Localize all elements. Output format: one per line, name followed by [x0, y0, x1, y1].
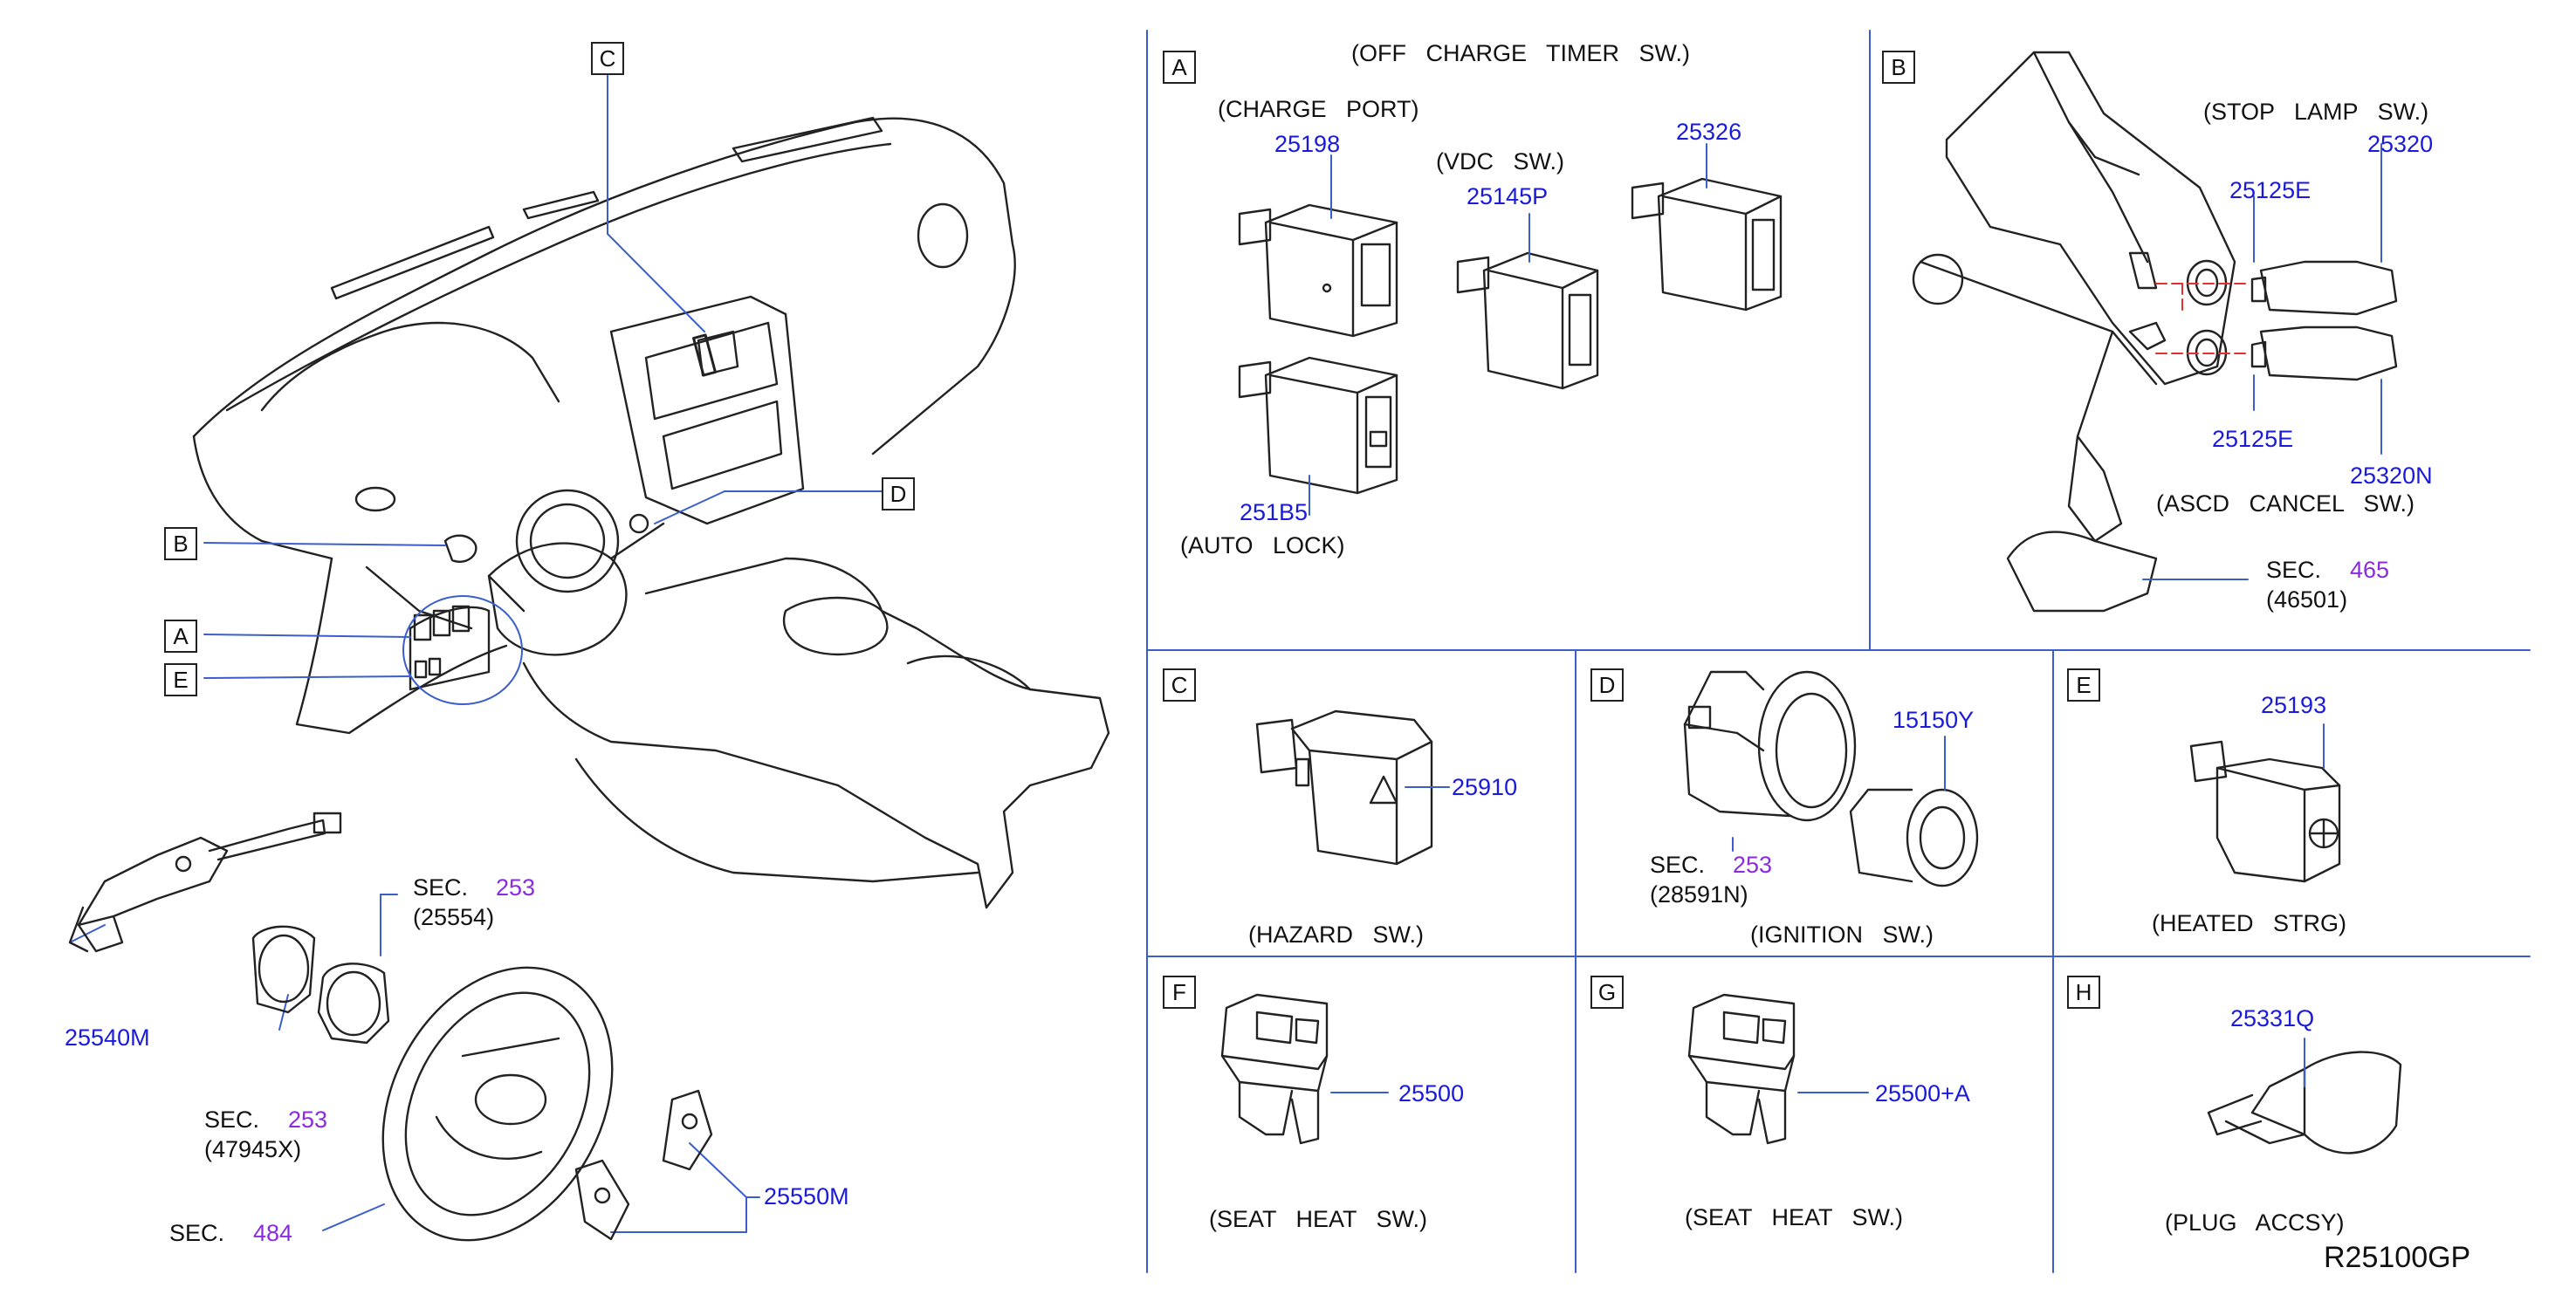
switch-auto-lock-illustration: [1238, 356, 1398, 495]
panel-a-letter: A: [1163, 51, 1196, 84]
part-number-25320: 25320: [2367, 131, 2434, 157]
seat-heat-sw-label-f: (SEAT HEAT SW.): [1209, 1206, 1428, 1232]
sec-label-25554: SEC.: [413, 874, 469, 901]
part-number-25320n: 25320N: [2350, 462, 2433, 489]
pedal-bracket-illustration: [1912, 51, 2236, 613]
part-number-25198: 25198: [1274, 131, 1341, 157]
heated-strg-label: (HEATED STRG): [2152, 910, 2347, 936]
sec-number-253-c: 253: [1733, 852, 1773, 878]
ascd-cancel-label: (ASCD CANCEL SW.): [2156, 490, 2415, 517]
ignition-sw-label: (IGNITION SW.): [1750, 922, 1934, 948]
callout-d: D: [882, 477, 915, 510]
seat-heat-switch-g-illustration: [1687, 993, 1796, 1145]
part-number-15150y: 15150Y: [1893, 707, 1975, 733]
steering-switch-illustration: [574, 1089, 713, 1241]
part-sub-46501: (46501): [2266, 586, 2348, 613]
seat-heat-switch-f-illustration: [1220, 993, 1329, 1145]
callout-a: A: [164, 620, 197, 653]
seat-heat-sw-label-g: (SEAT HEAT SW.): [1685, 1204, 1904, 1230]
steering-wheel-illustration: [381, 966, 614, 1242]
panel-b-leaders: [2142, 143, 2382, 580]
sec-number-253-b: 253: [288, 1107, 328, 1133]
panel-b-letter: B: [1882, 51, 1915, 84]
sec-number-465: 465: [2350, 557, 2390, 583]
reference-code: R25100GP: [2324, 1241, 2471, 1274]
callout-c: C: [591, 42, 624, 75]
panel-e-letter: E: [2067, 668, 2100, 702]
part-number-25540m: 25540M: [65, 1024, 150, 1051]
panel-g-letter: G: [1590, 976, 1624, 1009]
spiral-cable-illustration: [251, 925, 390, 1045]
part-number-25326: 25326: [1676, 119, 1742, 145]
part-number-251b5: 251B5: [1240, 499, 1309, 525]
callout-b: B: [164, 527, 197, 560]
part-number-25500: 25500: [1398, 1080, 1465, 1107]
callout-e: E: [164, 663, 197, 696]
part-number-25331q: 25331Q: [2230, 1005, 2315, 1031]
panel-grid: [1146, 30, 2531, 1273]
switch-charge-port-illustration: [1238, 203, 1398, 338]
part-number-25125e-top: 25125E: [2229, 177, 2312, 203]
plug-accsy-label: (PLUG ACCSY): [2165, 1209, 2345, 1236]
panel-a-title: (OFF CHARGE TIMER SW.): [1351, 40, 1691, 66]
sec-label-47945x: SEC.: [204, 1107, 260, 1133]
part-sub-28591n: (28591N): [1650, 881, 1748, 908]
dashboard-illustration: [192, 116, 1110, 909]
sec-label-28591n: SEC.: [1650, 852, 1706, 878]
overview-leaders: [69, 72, 883, 1233]
part-number-25193: 25193: [2261, 692, 2327, 718]
panel-f-letter: F: [1163, 976, 1196, 1009]
heated-strg-switch-illustration: [2189, 740, 2341, 883]
column-switch-illustration: [68, 812, 342, 953]
sec-label-484: SEC.: [169, 1220, 225, 1246]
part-sub-47945x: (47945X): [204, 1136, 302, 1162]
hazard-sw-label: (HAZARD SW.): [1248, 922, 1424, 948]
sec-label-465: SEC.: [2266, 557, 2322, 583]
charge-port-label: (CHARGE PORT): [1218, 96, 1419, 122]
switch-timer-illustration: [1631, 177, 1783, 312]
sec-number-253-a: 253: [496, 874, 536, 901]
panel-h-letter: H: [2067, 976, 2100, 1009]
part-number-25125e-bottom: 25125E: [2212, 426, 2294, 452]
ignition-switch-illustration: [1683, 670, 1979, 887]
panel-d-leaders: [1732, 736, 1946, 852]
panel-a-leaders: [1309, 143, 1707, 516]
plug-accsy-illustration: [2207, 1051, 2402, 1155]
panel-c-letter: C: [1163, 668, 1196, 702]
sec-number-484: 484: [253, 1220, 293, 1246]
panel-d-letter: D: [1590, 668, 1624, 702]
panel-b-dashed: [2155, 283, 2249, 354]
part-number-25550m: 25550M: [764, 1183, 849, 1209]
switch-vdc-illustration: [1456, 251, 1599, 390]
part-number-25145p: 25145P: [1467, 183, 1549, 209]
part-number-25500a: 25500+A: [1875, 1080, 1970, 1107]
auto-lock-label: (AUTO LOCK): [1180, 532, 1345, 558]
hazard-switch-illustration: [1255, 709, 1433, 866]
part-number-25910: 25910: [1452, 774, 1518, 800]
vdc-label: (VDC SW.): [1436, 148, 1564, 175]
part-sub-25554: (25554): [413, 904, 495, 930]
stop-lamp-label: (STOP LAMP SW.): [2203, 99, 2429, 125]
